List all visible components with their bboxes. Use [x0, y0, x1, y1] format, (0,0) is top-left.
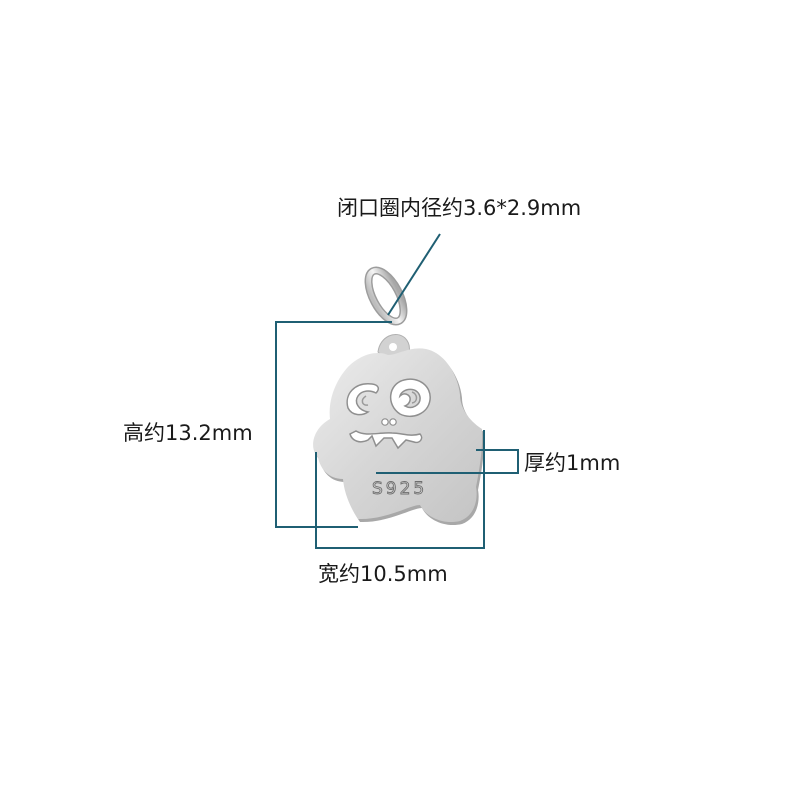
pendant-nose: [381, 418, 397, 426]
stamp-text: S925: [372, 479, 427, 499]
pendant-mouth: [349, 430, 423, 450]
thickness-label: 厚约1mm: [524, 451, 621, 475]
width-bracket: [315, 430, 485, 549]
jump-ring: [364, 266, 408, 326]
ring-leader-line: [387, 233, 441, 316]
dimension-lines: [275, 233, 519, 549]
pendant-eyes: [346, 378, 431, 418]
thickness-bracket: [376, 449, 519, 474]
width-label: 宽约10.5mm: [318, 562, 448, 586]
ring-inner-diameter-label: 闭口圈内径约3.6*2.9mm: [337, 196, 582, 220]
height-label: 高约13.2mm: [123, 421, 253, 445]
